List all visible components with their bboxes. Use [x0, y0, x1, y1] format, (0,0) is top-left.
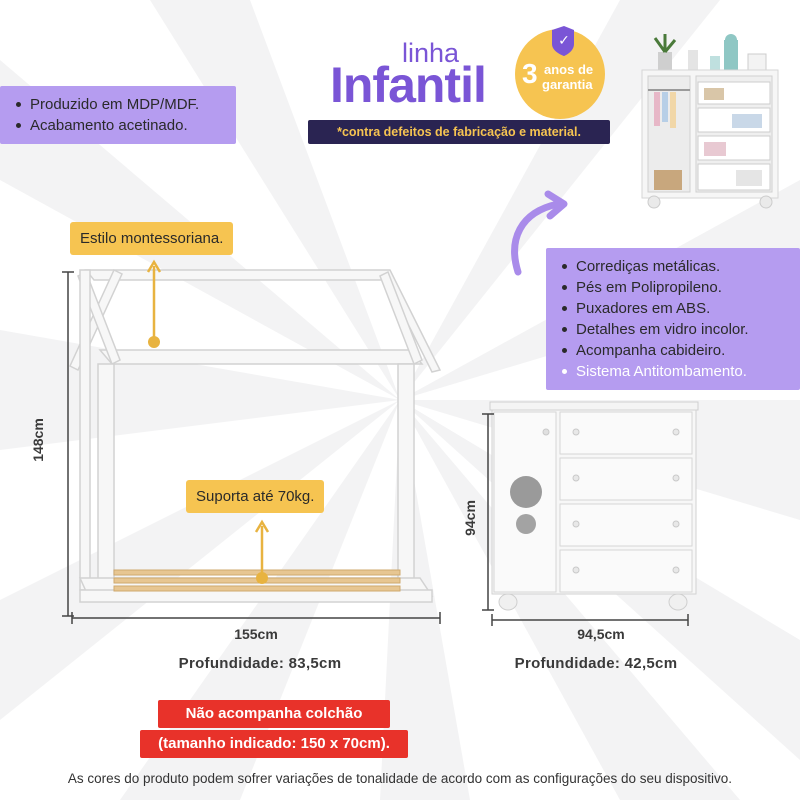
notice-line1: Não acompanha colchão	[158, 700, 390, 728]
material-item: Acabamento acetinado.	[14, 115, 222, 136]
bed-depth-label: Profundidade: 83,5cm	[178, 655, 342, 672]
style-arrow-icon	[146, 259, 162, 348]
bed-height-label: 148cm	[30, 418, 46, 462]
warranty-note: *contra defeitos de fabricação e materia…	[308, 120, 610, 144]
shield-check-icon: ✓	[558, 32, 570, 48]
dresser-height-label: 94cm	[462, 500, 478, 536]
dresser-illustration	[489, 401, 699, 611]
style-tag: Estilo montessoriana.	[70, 222, 234, 255]
dresser-depth-label: Profundidade: 42,5cm	[514, 655, 678, 672]
badge-number: 3	[522, 58, 538, 89]
dresser-height-line	[482, 413, 494, 611]
montessori-bed-illustration	[69, 268, 442, 603]
mattress-notice: Não acompanha colchão (tamanho indicado:…	[140, 700, 408, 758]
linha-infantil-logo: linha Infantil	[330, 28, 610, 118]
wardrobe-illustration	[641, 34, 779, 209]
feature-item: Corrediças metálicas.	[560, 256, 786, 277]
logo-linha-text: linha	[402, 38, 460, 68]
feature-item: Detalhes em vidro incolor.	[560, 319, 786, 340]
dresser-width-line	[491, 614, 689, 626]
support-arrow-icon	[254, 519, 270, 584]
curved-arrow-icon	[511, 190, 568, 276]
warranty-badge: ✓ 3 anos de garantia	[508, 22, 608, 122]
badge-line2: garantia	[542, 77, 593, 92]
support-tag: Suporta até 70kg.	[186, 480, 325, 513]
bed-height-line	[62, 271, 74, 617]
bed-width-label: 155cm	[234, 626, 278, 642]
materials-box: Produzido em MDP/MDF. Acabamento acetina…	[0, 86, 236, 144]
features-box: Corrediças metálicas. Pés em Polipropile…	[546, 248, 800, 390]
materials-list: Produzido em MDP/MDF. Acabamento acetina…	[14, 94, 222, 136]
feature-item: Acompanha cabideiro.	[560, 340, 786, 361]
feature-item: Pés em Polipropileno.	[560, 277, 786, 298]
feature-item: Puxadores em ABS.	[560, 298, 786, 319]
features-list: Corrediças metálicas. Pés em Polipropile…	[560, 256, 786, 382]
footer-disclaimer: As cores do produto podem sofrer variaçõ…	[67, 771, 733, 786]
notice-line2: (tamanho indicado: 150 x 70cm).	[140, 730, 408, 758]
logo-infantil-text: Infantil	[330, 57, 487, 113]
material-item: Produzido em MDP/MDF.	[14, 94, 222, 115]
dresser-width-label: 94,5cm	[577, 626, 625, 642]
badge-line1: anos de	[544, 62, 594, 77]
badge-circle	[515, 26, 605, 119]
bed-width-line	[71, 612, 441, 624]
wardrobe-photo	[640, 30, 780, 210]
feature-item-highlight: Sistema Antitombamento.	[560, 361, 786, 382]
